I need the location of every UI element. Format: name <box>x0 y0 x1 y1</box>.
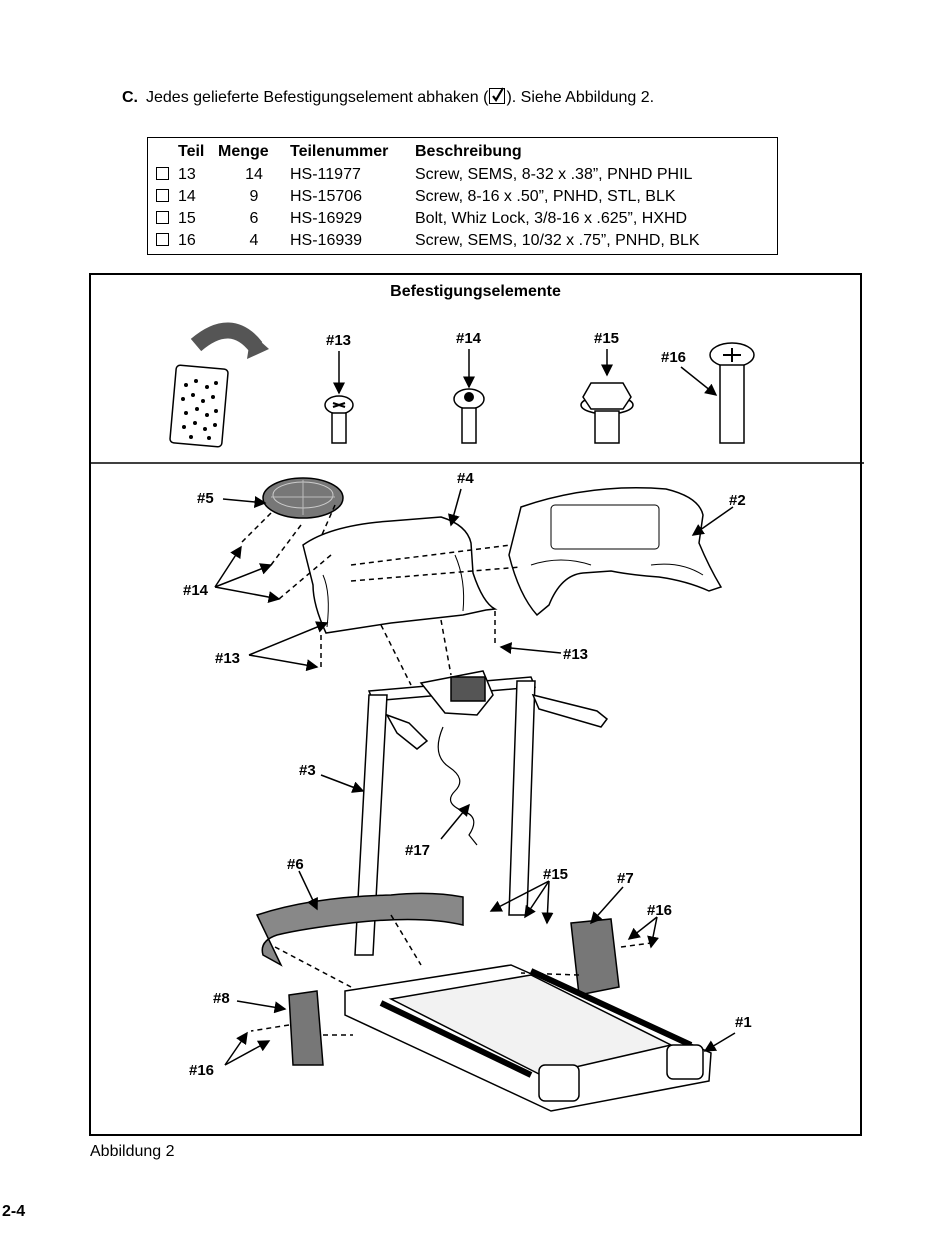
figure-caption: Abbildung 2 <box>90 1143 175 1160</box>
header-teilenummer: Teilenummer <box>290 143 389 160</box>
fastener-label-13: #13 <box>326 332 351 349</box>
screw-16-icon: #16 <box>661 342 755 444</box>
table-row: 16 4 HS-16939 Screw, SEMS, 10/32 x .75”,… <box>156 230 775 252</box>
cell-teil: 15 <box>178 210 196 227</box>
assembly-illustration: #13 #14 #15 #16 <box>91 322 864 1112</box>
assembly-figure: Befestigungselemente #13 <box>89 273 864 1136</box>
fasteners-title: Befestigungselemente <box>390 283 561 300</box>
callout-8: #8 <box>213 990 230 1007</box>
parts-table: Teil Menge Teilenummer Beschreibung 13 1… <box>156 140 775 252</box>
callout-14: #14 <box>183 582 209 599</box>
step-instruction: C. Jedes gelieferte Befestigungselement a… <box>122 87 655 107</box>
cell-teil: 14 <box>178 188 196 205</box>
part-1-base <box>344 964 712 1112</box>
callout-13-left: #13 <box>215 650 240 667</box>
part-17-wire <box>437 726 478 846</box>
callout-2: #2 <box>729 492 746 509</box>
cell-menge: 9 <box>249 188 259 205</box>
table-row: 13 14 HS-11977 Screw, SEMS, 8-32 x .38”,… <box>156 164 775 186</box>
parts-table-header: Teil Menge Teilenummer Beschreibung <box>156 140 775 164</box>
callout-17: #17 <box>405 842 430 859</box>
part-7-cover <box>570 918 620 996</box>
hardware-bag-icon <box>169 322 269 448</box>
cell-teilenummer: HS-15706 <box>290 188 363 205</box>
row-checkbox[interactable] <box>156 189 169 202</box>
part-8-cover <box>288 990 324 1066</box>
callout-16-right: #16 <box>647 902 672 919</box>
table-row: 14 9 HS-15706 Screw, 8-16 x .50”, PNHD, … <box>156 186 775 208</box>
cell-menge: 14 <box>245 166 263 183</box>
callout-15: #15 <box>543 866 568 883</box>
cell-teil: 16 <box>178 232 196 249</box>
fastener-label-15: #15 <box>594 330 619 347</box>
part-6-hood <box>255 892 464 967</box>
cell-menge: 4 <box>249 232 259 249</box>
screw-14-icon: #14 <box>453 330 485 444</box>
row-checkbox[interactable] <box>156 233 169 246</box>
callout-3: #3 <box>299 762 316 779</box>
page-number: 2-4 <box>2 1203 26 1220</box>
step-text-start: Jedes gelieferte Befestigungselement abh… <box>146 89 489 106</box>
cell-teilenummer: HS-16939 <box>290 232 363 249</box>
step-letter: C. <box>122 89 138 106</box>
cell-beschreibung: Bolt, Whiz Lock, 3/8-16 x .625”, HXHD <box>415 210 688 227</box>
header-beschreibung: Beschreibung <box>415 143 522 160</box>
header-menge: Menge <box>218 143 269 160</box>
callout-7: #7 <box>617 870 634 887</box>
callout-4: #4 <box>457 470 474 487</box>
cell-beschreibung: Screw, 8-16 x .50”, PNHD, STL, BLK <box>415 188 676 205</box>
fastener-label-14: #14 <box>456 330 482 347</box>
cell-menge: 6 <box>249 210 259 227</box>
callout-1: #1 <box>735 1014 752 1031</box>
parts-table-box: Teil Menge Teilenummer Beschreibung 13 1… <box>147 137 778 255</box>
part-4-cover <box>302 516 498 634</box>
checked-box-icon <box>489 87 506 104</box>
cell-beschreibung: Screw, SEMS, 10/32 x .75”, PNHD, BLK <box>415 232 700 249</box>
callout-5: #5 <box>197 490 214 507</box>
screw-13-icon: #13 <box>324 332 354 444</box>
callout-13-right: #13 <box>563 646 588 663</box>
callout-6: #6 <box>287 856 304 873</box>
step-text-end: ). Siehe Abbildung 2. <box>506 89 655 106</box>
bolt-15-icon: #15 <box>580 330 634 444</box>
callout-16-left: #16 <box>189 1062 214 1079</box>
cell-beschreibung: Screw, SEMS, 8-32 x .38”, PNHD PHIL <box>415 166 693 183</box>
row-checkbox[interactable] <box>156 167 169 180</box>
part-3-upright <box>354 670 609 956</box>
part-2-console <box>508 487 723 617</box>
cell-teil: 13 <box>178 166 196 183</box>
part-5-cap <box>262 477 344 519</box>
header-checkbox-column <box>156 140 178 164</box>
row-checkbox[interactable] <box>156 211 169 224</box>
header-teil: Teil <box>178 143 205 160</box>
table-row: 15 6 HS-16929 Bolt, Whiz Lock, 3/8-16 x … <box>156 208 775 230</box>
fastener-label-16: #16 <box>661 349 686 366</box>
cell-teilenummer: HS-16929 <box>290 210 363 227</box>
cell-teilenummer: HS-11977 <box>290 166 361 183</box>
